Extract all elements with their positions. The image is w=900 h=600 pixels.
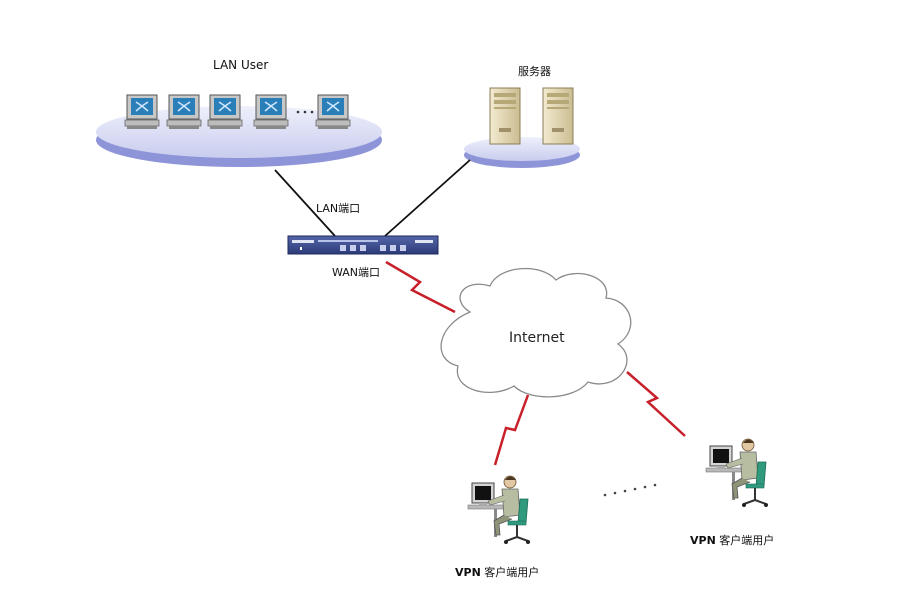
wan-link [385,260,456,314]
internet-label: Internet [509,330,565,346]
lan-pc-icon [253,94,289,130]
lan-port-label: LAN端口 [316,202,361,215]
vpn-user-icon [705,438,769,508]
server-link [384,159,471,237]
vpn-client-label-bold: VPN [690,534,716,547]
ellipsis-dots [603,483,657,497]
vpn-link-2 [626,371,686,437]
vpn-user-icon [467,475,531,545]
vpn-client-label: VPN 客户端用户 [455,564,539,580]
lan-user-label: LAN User [213,58,269,72]
lan-pc-icon [124,94,160,130]
lan-link [274,169,336,237]
wan-port-label: WAN端口 [332,266,381,279]
vpn-client-label-rest: 客户端用户 [715,534,775,547]
ellipsis-dots [296,110,314,114]
vpn-client-label: VPN 客户端用户 [690,532,774,548]
vpn-link-1 [493,394,530,466]
server-tower-icon [542,87,574,145]
lan-pc-icon [166,94,202,130]
server-tower-icon [489,87,521,145]
vpn-client-label-rest: 客户端用户 [480,566,540,579]
lan-platform [96,106,382,167]
server-label: 服务器 [518,65,551,78]
vpn-client-label-bold: VPN [455,566,481,579]
lan-pc-icon [207,94,243,130]
cloud-icon [440,267,632,398]
lan-pc-icon [315,94,351,130]
router-icon [287,235,439,255]
